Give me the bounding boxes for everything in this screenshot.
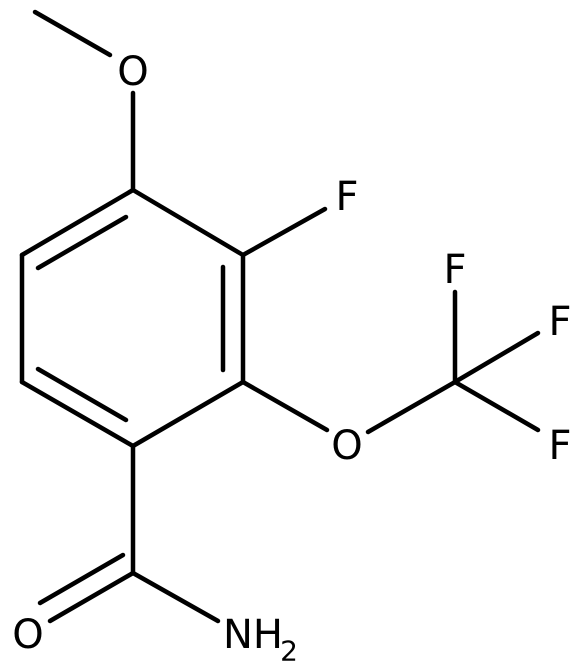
atom-nh2: NH — [223, 612, 283, 658]
atom-f-cf3-mid: F — [548, 299, 571, 345]
atom-o-ether: O — [331, 423, 362, 469]
atom-o-carbonyl: O — [12, 612, 43, 658]
bond-c4-c5-inner — [35, 214, 129, 271]
bond-cf3-f-bottom — [452, 379, 541, 433]
atom-f-cf3-bottom: F — [548, 423, 571, 469]
atom-nh2-subscript: 2 — [280, 635, 298, 668]
bond-carbonyl-o-inner — [37, 552, 126, 606]
bond-c6-c1-inner — [35, 366, 129, 423]
bond-c3-f — [240, 206, 328, 258]
atom-f-ring: F — [335, 174, 358, 220]
bond-o-cf3 — [365, 379, 458, 435]
bond-c3-c4 — [130, 187, 246, 258]
bond-c2-o — [240, 379, 330, 433]
bond-carbonyl-o — [47, 570, 136, 624]
bond-c4-c5 — [19, 187, 136, 258]
bond-c1-c2 — [130, 379, 246, 449]
bond-cf3-f-mid — [452, 330, 541, 385]
atom-f-cf3-top: F — [443, 247, 466, 293]
bond-methyl-o — [32, 9, 113, 58]
atom-o-methoxy: O — [117, 49, 148, 95]
bond-carbonyl-n — [130, 570, 221, 624]
bond-c6-c1 — [19, 379, 136, 449]
